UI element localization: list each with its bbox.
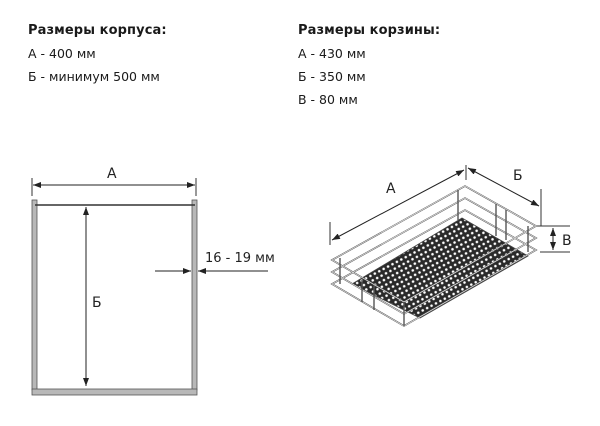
basket-height-label: В [562,233,572,249]
basket-diagram: А Б В [329,165,572,327]
basket-dimension-b: Б - 350 мм [298,69,366,84]
left-side-panel [31,199,38,391]
basket-length-label: А [386,181,396,197]
cabinet-depth-label: Б [92,295,102,311]
basket-dimensions-spec: Размеры корзины: А - 430 мм Б - 350 мм В… [298,23,440,115]
basket-dimensions-title: Размеры корзины: [298,23,441,38]
basket-dimension-v: В - 80 мм [298,92,358,107]
cabinet-width-label: А [107,166,117,182]
right-side-panel [191,199,198,391]
cabinet-section: А Б 16 - 19 мм [31,166,275,396]
cabinet-dimension-a: А - 400 мм [28,46,96,61]
cabinet-dimensions-title: Размеры корпуса: [28,23,167,38]
wall-thickness-label: 16 - 19 мм [205,251,275,266]
cabinet-dimensions-spec: Размеры корпуса: А - 400 мм Б - минимум … [28,23,167,92]
basket-width-label: Б [513,168,523,184]
bottom-panel [31,388,198,396]
cabinet-dimension-b: Б - минимум 500 мм [28,69,160,84]
basket-dimension-a: А - 430 мм [298,46,366,61]
basket-mesh-floor [351,217,529,319]
